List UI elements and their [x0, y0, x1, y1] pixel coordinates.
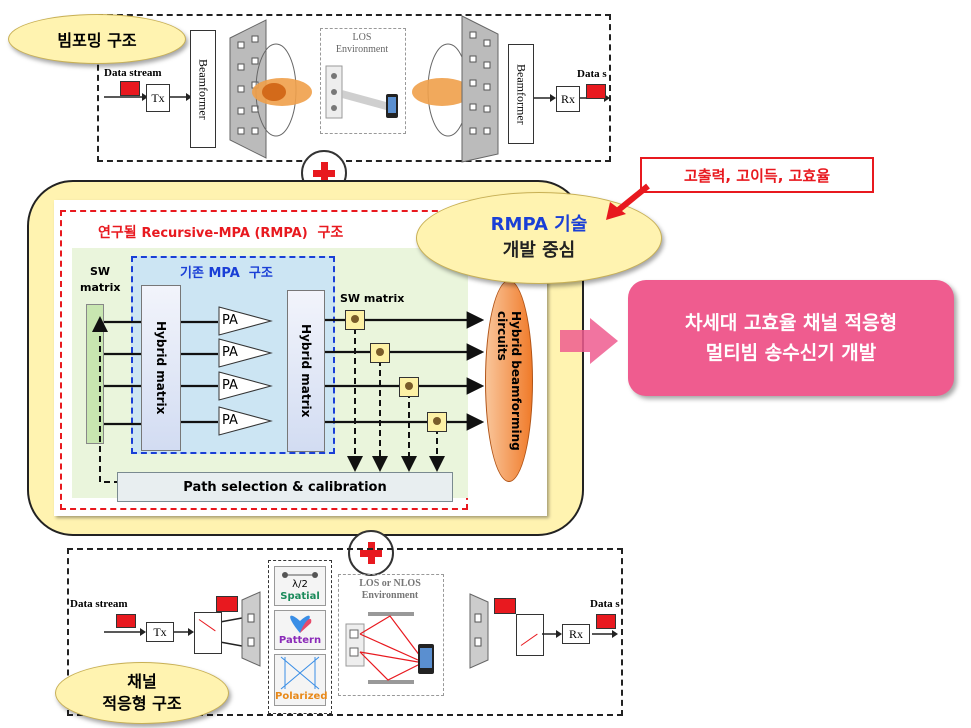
pattern-diversity-tile: Pattern	[274, 610, 326, 650]
bottom-data-stream-right-label: Data s	[590, 598, 620, 610]
top-rx-box: Rx	[556, 86, 580, 112]
path-selection-bar: Path selection & calibration	[117, 472, 453, 502]
bottom-switch-left	[194, 612, 222, 654]
bottom-antenna-left	[241, 591, 261, 667]
goal-arrow	[560, 318, 618, 364]
top-data-stream-right-label: Data s	[577, 68, 607, 80]
beamforming-title: 빔포밍 구조	[8, 14, 186, 64]
spatial-diversity-tile: λ/2 Spatial	[274, 566, 326, 606]
pa-amplifier-3	[218, 371, 273, 401]
sw-switch-4	[427, 412, 447, 432]
bottom-red-block-right	[494, 598, 516, 614]
bottom-data-block-right	[596, 614, 616, 629]
bottom-rx-box: Rx	[562, 624, 590, 644]
pa-amplifier-4	[218, 406, 273, 436]
polarized-diversity-tile: Polarized	[274, 654, 328, 706]
pa-amplifier-1	[218, 306, 273, 336]
bottom-tx-chain	[104, 617, 243, 647]
features-box: 고출력, 고이득, 고효율	[640, 157, 874, 193]
bottom-los-nlos-scene	[345, 612, 434, 684]
rmpa-title: 연구될 Recursive-MPA (RMPA) 구조	[98, 225, 344, 241]
sw-switch-2	[370, 343, 390, 363]
top-tx-box: Tx	[146, 84, 170, 112]
bottom-rx-chain	[542, 630, 618, 638]
channel-adaptive-section	[67, 548, 623, 716]
sw-switch-3	[399, 377, 419, 397]
bottom-data-block	[116, 614, 136, 628]
mpa-label: 기존 MPA 구조	[180, 266, 273, 281]
features-arrow	[606, 183, 650, 220]
pa-label-4: PA	[222, 413, 238, 428]
pa-label-1: PA	[222, 313, 238, 328]
top-antenna-array-right	[461, 15, 499, 163]
top-beam-left	[252, 43, 312, 137]
hybrid-matrix-right: Hybrid matrix	[287, 290, 325, 452]
bottom-los-nlos-environment	[338, 574, 444, 696]
sw-matrix-right-label: SW matrix	[340, 292, 405, 305]
top-beamformer-left: Beamformer	[190, 30, 216, 148]
top-antenna-array-left	[229, 19, 267, 159]
top-los-environment	[320, 28, 406, 134]
top-beamformer-right: Beamformer	[508, 44, 534, 144]
bottom-switch-right	[516, 614, 544, 656]
top-data-block	[120, 81, 140, 96]
top-data-stream-label: Data stream	[104, 67, 162, 79]
plus-icon-bottom	[348, 530, 394, 576]
top-data-block-right	[586, 84, 606, 99]
bottom-red-block-left	[216, 596, 238, 612]
bottom-tx-box: Tx	[146, 622, 174, 642]
top-los-scene	[325, 65, 398, 119]
pa-label-3: PA	[222, 378, 238, 393]
hybrid-matrix-left: Hybrid matrix	[141, 285, 181, 451]
pa-amplifier-2	[218, 338, 273, 368]
sw-switch-1	[345, 310, 365, 330]
top-tx-arrows	[104, 93, 192, 101]
pa-label-2: PA	[222, 345, 238, 360]
bottom-data-stream-label: Data stream	[70, 598, 128, 610]
beamforming-section	[97, 14, 611, 162]
bottom-antenna-right	[469, 593, 489, 669]
